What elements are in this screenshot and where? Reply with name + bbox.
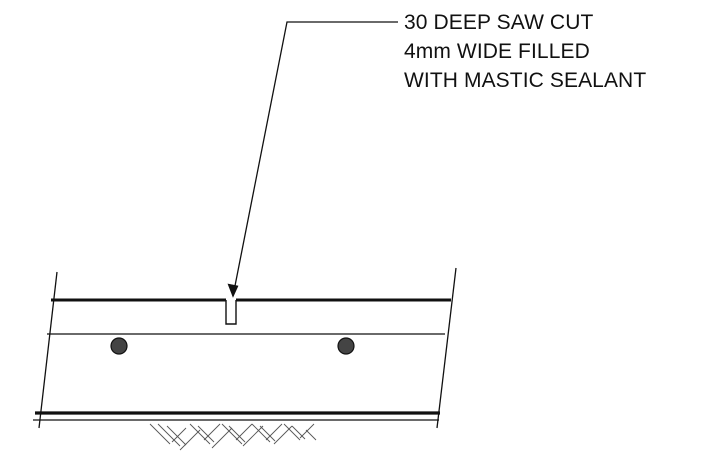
dowel-bar-right: [337, 337, 355, 355]
subgrade-hatching: [149, 423, 317, 451]
slab-right-edge: [436, 267, 457, 429]
leader-arrow: [227, 21, 398, 298]
note-line-2: 4mm WIDE FILLED: [404, 40, 590, 63]
leader-line: [232, 21, 398, 297]
note-line-3: WITH MASTIC SEALANT: [404, 69, 647, 92]
leader-arrowhead: [227, 283, 239, 298]
dowel-bar-left: [110, 337, 128, 355]
saw-cut-note: 30 DEEP SAW CUT 4mm WIDE FILLED WITH MAS…: [404, 8, 646, 95]
saw-cut-groove: [225, 300, 237, 325]
slab-left-edge: [38, 271, 58, 429]
note-line-1: 30 DEEP SAW CUT: [404, 11, 594, 34]
